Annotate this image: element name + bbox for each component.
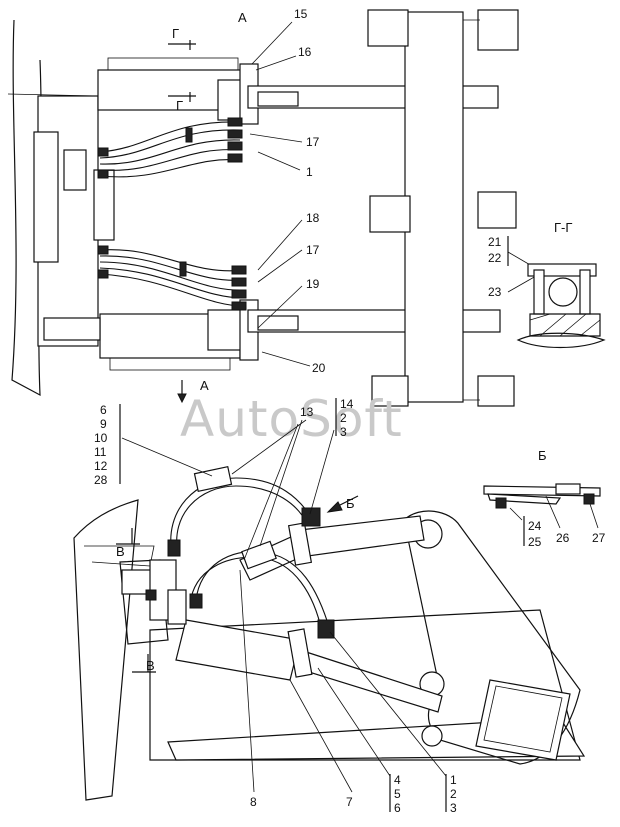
callout-16: 16	[298, 45, 312, 59]
mark-v-bottom: В	[146, 658, 155, 673]
callouts-side-view: 6 9 10 11 12 28 13 14 2 3 8 7 4 5 6 1 2 …	[94, 397, 457, 815]
callout-15: 15	[294, 7, 308, 21]
callouts-view-a: 15 16 17 1 18 17 19 20	[249, 7, 326, 375]
section-g-g: Г-Г 21 22 23	[488, 220, 606, 349]
callout-22: 22	[488, 251, 502, 265]
callout-19: 19	[306, 277, 320, 291]
section-mark-g-top: Г	[172, 26, 179, 41]
view-b-title: Б	[538, 448, 547, 463]
section-mark-g-bottom: Г	[176, 98, 183, 113]
stack-14-2: 3	[340, 425, 347, 439]
stack-left-1: 9	[100, 417, 107, 431]
stack-left-0: 6	[100, 403, 107, 417]
stack-left-3: 11	[94, 445, 107, 459]
stack-123-2: 3	[450, 801, 457, 815]
callout-13: 13	[300, 405, 314, 419]
callout-27: 27	[592, 531, 606, 545]
stack-456-0: 4	[394, 773, 401, 787]
view-b-arrow-label: Б	[346, 496, 355, 511]
stack-14-0: 14	[340, 397, 354, 411]
stack-123-0: 1	[450, 773, 457, 787]
callout-26: 26	[556, 531, 570, 545]
watermark: AutoSoft	[180, 390, 403, 448]
mark-v-top: В	[116, 544, 125, 559]
callout-18: 18	[306, 211, 320, 225]
callout-1: 1	[306, 165, 313, 179]
stack-left-5: 28	[94, 473, 108, 487]
callout-8: 8	[250, 795, 257, 809]
callout-24: 24	[528, 519, 542, 533]
callout-20: 20	[312, 361, 326, 375]
stack-14-1: 2	[340, 411, 347, 425]
stack-123-1: 2	[450, 787, 457, 801]
view-b: Б 24 25 26 27	[483, 448, 606, 549]
callout-7: 7	[346, 795, 353, 809]
stack-left-2: 10	[94, 431, 108, 445]
callout-23: 23	[488, 285, 502, 299]
section-g-g-title: Г-Г	[554, 220, 572, 235]
callout-17-upper: 17	[306, 135, 320, 149]
view-a-plan: Г Г А А	[7, 9, 519, 407]
view-a-title: А	[238, 10, 247, 25]
view-a-arrow-label: А	[200, 378, 209, 393]
callout-25: 25	[528, 535, 542, 549]
stack-456-1: 5	[394, 787, 401, 801]
callout-17-lower: 17	[306, 243, 320, 257]
callout-21: 21	[488, 235, 502, 249]
stack-456-2: 6	[394, 801, 401, 815]
stack-left-4: 12	[94, 459, 108, 473]
